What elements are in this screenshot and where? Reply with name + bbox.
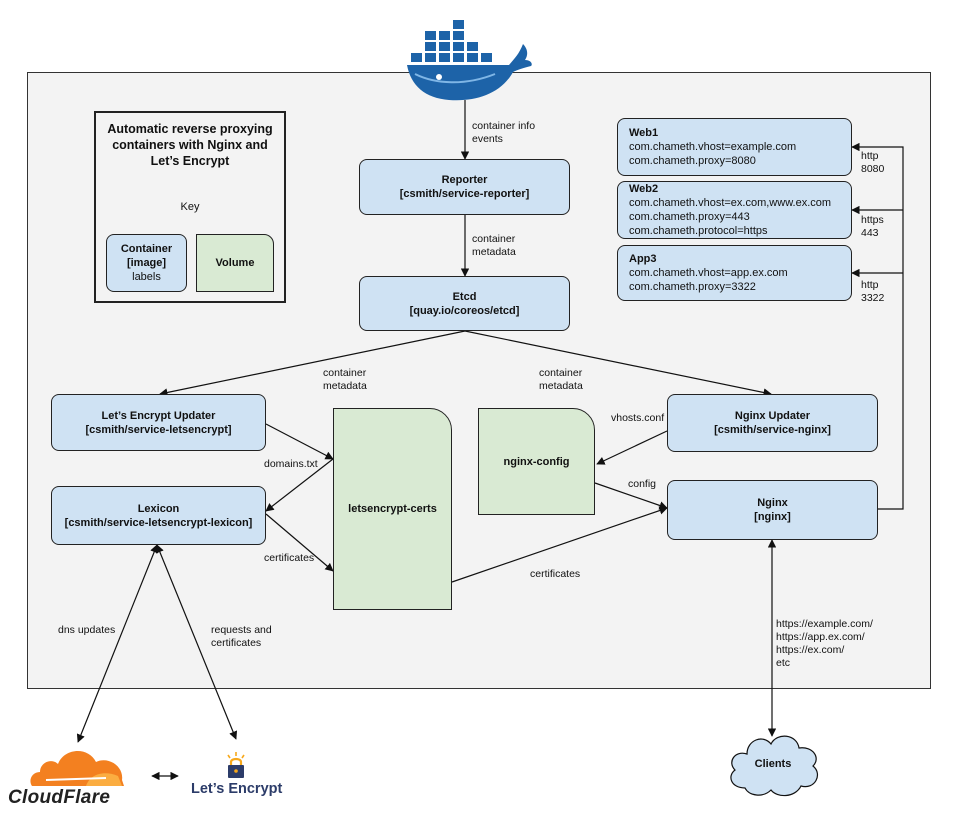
- edge-label-line: https: [861, 214, 884, 226]
- diagram-title: Automatic reverse proxying containers wi…: [107, 122, 273, 168]
- edge-label-line: http: [861, 150, 879, 162]
- edge-label-line: container: [323, 367, 367, 379]
- app3-label: com.chameth.vhost=app.ex.com: [629, 267, 788, 279]
- edge-label-line: metadata: [323, 380, 367, 392]
- legend-volume-sample: Volume: [196, 234, 274, 292]
- app3-title: App3: [629, 253, 657, 265]
- letsencrypt-certs-volume: letsencrypt-certs: [333, 408, 452, 610]
- edge-label-config: config: [628, 478, 657, 490]
- reporter-title: Reporter: [441, 174, 488, 186]
- cloudflare-cloud-icon: [30, 750, 125, 786]
- app3-label: com.chameth.proxy=3322: [629, 281, 756, 293]
- letsencrypt-lock-icon: [227, 752, 245, 778]
- web2-label: com.chameth.proxy=443: [629, 211, 750, 223]
- clients-label: Clients: [754, 758, 792, 770]
- nginx-container: Nginx [nginx]: [667, 480, 878, 540]
- edge-le-updater-certs: [265, 423, 334, 460]
- lexicon-container: Lexicon [csmith/service-letsencrypt-lexi…: [51, 486, 266, 545]
- lexicon-title: Lexicon: [137, 502, 180, 515]
- edge-nginx-updater-config: [596, 430, 668, 465]
- edge-config-nginx: [594, 482, 668, 510]
- edge-lexicon-cloudflare: [76, 544, 159, 743]
- edge-label-line: https://example.com/: [776, 618, 873, 630]
- legend-key-label: Key: [180, 201, 200, 213]
- edge-label-web1-port: http 8080: [861, 150, 884, 176]
- legend-container-labels: labels: [132, 271, 161, 283]
- edge-nginx-webs: [851, 142, 904, 510]
- edge-label-line: 3322: [861, 292, 885, 304]
- clients-cloud-icon: [730, 735, 818, 797]
- letsencrypt-wordmark: Let’s Encrypt: [191, 781, 283, 797]
- web2-label: com.chameth.vhost=ex.com,www.ex.com: [629, 197, 832, 209]
- edge-label-web2-port: https 443: [861, 214, 884, 240]
- legend-key-box: Automatic reverse proxying containers wi…: [94, 111, 286, 303]
- edge-label-container-metadata: container metadata: [323, 367, 367, 393]
- docker-whale-icon: [407, 20, 532, 101]
- nginx-updater-image: [csmith/service-nginx]: [714, 424, 831, 436]
- edge-certs-lexicon: [265, 458, 334, 512]
- edge-label-line: metadata: [539, 380, 583, 392]
- edge-label-line: 8080: [861, 163, 885, 175]
- edge-label-dns-updates: dns updates: [58, 624, 116, 636]
- edge-label-certificates: certificates: [264, 552, 315, 564]
- nginx-updater-title: Nginx Updater: [734, 410, 811, 422]
- app3-container: App3 com.chameth.vhost=app.ex.com com.ch…: [617, 245, 852, 301]
- legend-container-image: [image]: [126, 257, 167, 269]
- cloudflare-wordmark: CloudFlare: [8, 787, 111, 808]
- etcd-image: [quay.io/coreos/etcd]: [409, 304, 520, 317]
- etcd-title: Etcd: [452, 290, 477, 303]
- edge-label-line: 443: [861, 227, 879, 239]
- letsencrypt-updater-container: Let’s Encrypt Updater [csmith/service-le…: [51, 394, 266, 451]
- web2-label: com.chameth.protocol=https: [629, 225, 768, 237]
- legend-volume-label: Volume: [215, 257, 255, 269]
- web1-title: Web1: [629, 127, 659, 139]
- web1-label: com.chameth.vhost=example.com: [629, 141, 797, 153]
- edge-label-app3-port: http 3322: [861, 279, 884, 305]
- edge-label-line: https://ex.com/: [776, 644, 845, 656]
- letsencrypt-certs-label: letsencrypt-certs: [348, 503, 437, 515]
- edge-etcd-nginx-updater: [464, 330, 772, 397]
- edge-label-line: container: [539, 367, 583, 379]
- reporter-container: Reporter [csmith/service-reporter]: [359, 159, 570, 215]
- nginx-updater-container: Nginx Updater [csmith/service-nginx]: [667, 394, 878, 452]
- edge-lexicon-letsencrypt: [155, 544, 238, 740]
- edge-label-line: container: [472, 233, 516, 245]
- legend-container-title: Container: [120, 243, 173, 255]
- web1-container: Web1 com.chameth.vhost=example.com com.c…: [617, 118, 852, 176]
- nginx-config-volume: nginx-config: [478, 408, 595, 515]
- web2-title: Web2: [629, 183, 659, 195]
- edge-certs-nginx: [451, 506, 668, 583]
- nginx-image: [nginx]: [754, 511, 791, 523]
- lexicon-image: [csmith/service-letsencrypt-lexicon]: [64, 516, 253, 529]
- edge-label-line: etc: [776, 657, 791, 669]
- edge-label-line: metadata: [472, 246, 516, 258]
- web2-container: Web2 com.chameth.vhost=ex.com,www.ex.com…: [617, 181, 852, 239]
- edge-label-requests: requests and certificates: [211, 624, 272, 650]
- edge-label-line: container info: [472, 120, 536, 132]
- letsencrypt-updater-image: [csmith/service-letsencrypt]: [85, 423, 232, 436]
- edge-label-line: events: [472, 133, 503, 145]
- edge-label-line: requests and: [211, 624, 272, 636]
- edge-label-container-info: container info events: [472, 120, 535, 146]
- nginx-config-label: nginx-config: [503, 455, 570, 468]
- reporter-image: [csmith/service-reporter]: [399, 188, 530, 200]
- edge-label-domains: domains.txt: [264, 458, 318, 470]
- letsencrypt-updater-title: Let’s Encrypt Updater: [101, 409, 216, 422]
- edge-label-vhosts: vhosts.conf: [611, 412, 665, 424]
- nginx-title: Nginx: [757, 497, 788, 509]
- legend-container-sample: Container [image] labels: [106, 234, 187, 292]
- edge-label-certificates: certificates: [530, 568, 581, 580]
- edge-etcd-le-updater: [159, 330, 466, 397]
- edge-label-line: certificates: [211, 637, 262, 649]
- edge-label-container-metadata: container metadata: [539, 367, 583, 393]
- edge-label-line: https://app.ex.com/: [776, 631, 865, 643]
- edge-label-line: http: [861, 279, 879, 291]
- edge-label-client-urls: https://example.com/ https://app.ex.com/…: [776, 618, 873, 670]
- web1-label: com.chameth.proxy=8080: [629, 155, 756, 167]
- edge-label-container-metadata: container metadata: [472, 233, 516, 259]
- etcd-container: Etcd [quay.io/coreos/etcd]: [359, 276, 570, 331]
- edge-lexicon-certs: [265, 513, 334, 572]
